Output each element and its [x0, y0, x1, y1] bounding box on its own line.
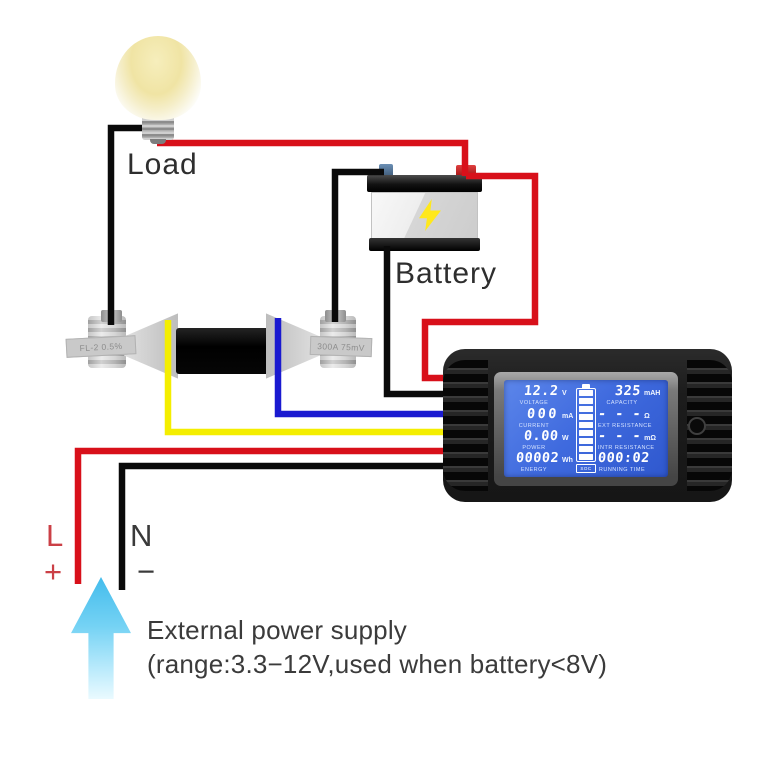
battery-label: Battery [395, 257, 498, 290]
shunt-right-tag: 300A 75mV [309, 335, 373, 358]
external-supply-note: External power supply (range:3.3−12V,use… [147, 613, 607, 681]
load-label: Load [127, 148, 198, 181]
running-time-value: 000:02 [597, 450, 651, 466]
battery-top-bar [367, 175, 482, 192]
power-value: 0.00 [523, 428, 560, 444]
intr-resistance-unit: mΩ [644, 435, 656, 442]
energy-unit: Wh [562, 457, 573, 464]
shunt-left-bolt [101, 310, 122, 322]
plus-sign: + [44, 554, 63, 589]
battery-gauge-body [576, 388, 596, 462]
shunt-left-tag: FL-2 0.5% [65, 335, 137, 358]
ext-resistance-unit: Ω [644, 413, 650, 420]
lcd-reading-ext-resistance: - - -Ω EXT RESISTANCE [597, 406, 666, 429]
light-bulb-tip [150, 139, 166, 144]
voltage-unit: V [562, 390, 567, 397]
current-unit: mA [562, 413, 574, 420]
capacity-unit: mAH [644, 390, 661, 397]
soc-label: SOC [576, 463, 596, 473]
capacity-value: 325 [614, 383, 642, 399]
battery-gauge-cap [582, 384, 590, 388]
intr-resistance-value: - - - [597, 428, 642, 444]
ext-resistance-label: EXT RESISTANCE [598, 423, 652, 429]
voltage-value: 12.2 [523, 383, 560, 399]
meter-left-ribs [443, 360, 488, 491]
capacity-label: CAPACITY [606, 400, 638, 406]
shunt-resistor-bar [176, 328, 270, 374]
note-line-2: (range:3.3−12V,used when battery<8V) [147, 649, 608, 679]
battery-gauge: SOC [576, 384, 596, 473]
neutral-terminal-label: N [130, 518, 153, 553]
running-time-label: RUNNING TIME [598, 467, 646, 473]
power-unit: W [562, 435, 569, 442]
line-terminal-label: L [46, 518, 64, 553]
external-supply-neutral-black-wire [118, 462, 450, 590]
lcd-reading-running-time: 000:02 RUNNING TIME [597, 450, 666, 473]
bulb-to-battery-red-wire [157, 139, 469, 176]
current-label: CURRENT [518, 423, 550, 429]
light-bulb-icon [115, 36, 201, 120]
up-arrow-icon [71, 577, 131, 699]
current-value: 000 [526, 406, 560, 422]
minus-sign: − [137, 554, 156, 589]
battery-bottom-band [369, 238, 480, 251]
energy-label: ENERGY [520, 467, 548, 473]
power-label: POWER [522, 445, 546, 451]
intr-resistance-label: INTR RESISTANCE [598, 445, 655, 451]
voltage-label: VOLTAGE [519, 400, 549, 406]
lcd-reading-intr-resistance: - - -mΩ INTR RESISTANCE [597, 428, 666, 451]
shunt-right-bolt [325, 310, 346, 322]
note-line-1: External power supply [147, 615, 407, 645]
meter-button [688, 417, 706, 435]
energy-value: 00002 [515, 450, 560, 466]
ext-resistance-value: - - - [597, 406, 642, 422]
